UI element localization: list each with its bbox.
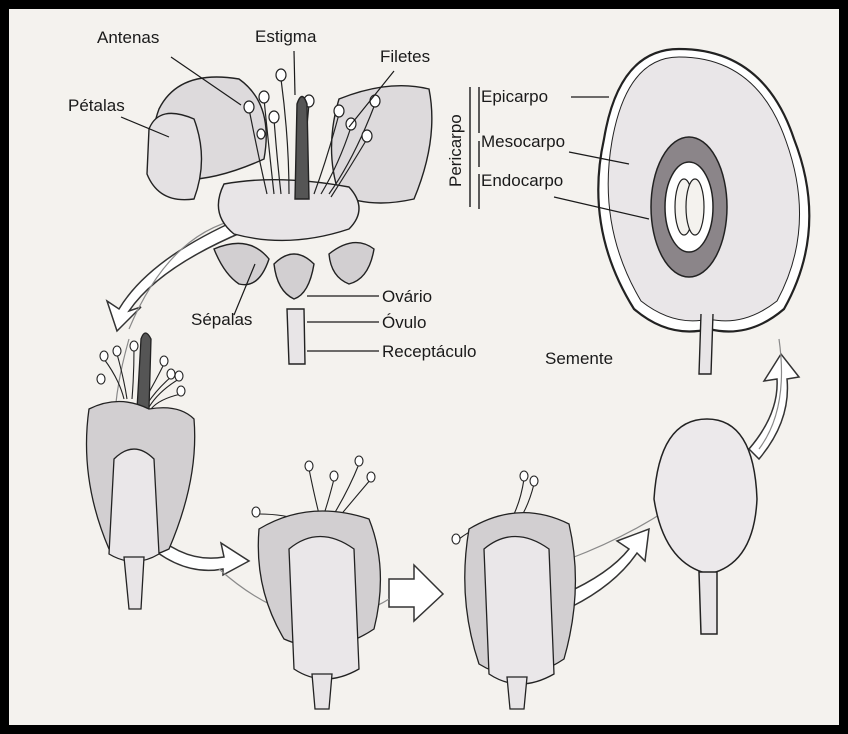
label-semente: Semente bbox=[545, 349, 614, 368]
flower-development-stage-icon bbox=[251, 455, 382, 710]
fruit-development-diagram bbox=[85, 47, 811, 710]
label-petalas: Pétalas bbox=[68, 96, 125, 115]
pericarpo-bracket bbox=[469, 87, 480, 209]
fruit-cross-section-icon bbox=[597, 47, 811, 375]
label-pericarpo: Pericarpo bbox=[446, 114, 465, 187]
label-sepalas: Sépalas bbox=[191, 310, 253, 329]
cycle-arrow-icon-4 bbox=[562, 527, 650, 608]
diagram-frame: Antenas Estigma Filetes Pétalas Sépalas … bbox=[9, 9, 839, 725]
flower-development-stage-icon bbox=[653, 418, 758, 635]
label-filetes: Filetes bbox=[380, 47, 431, 66]
label-epicarpo: Epicarpo bbox=[481, 87, 549, 106]
label-ovulo: Óvulo bbox=[382, 313, 427, 332]
label-endocarpo: Endocarpo bbox=[481, 171, 564, 190]
label-antenas: Antenas bbox=[97, 28, 160, 47]
flower-development-stage-icon bbox=[85, 332, 196, 610]
label-ovario: Ovário bbox=[382, 287, 433, 306]
leader-lines-flower bbox=[120, 50, 395, 352]
open-flower-icon bbox=[146, 68, 433, 365]
cycle-arrow-icon-3 bbox=[388, 563, 445, 623]
label-mesocarpo: Mesocarpo bbox=[481, 132, 566, 151]
leader-lines-fruit bbox=[553, 96, 650, 220]
cycle-arrow-icon-5 bbox=[747, 352, 801, 461]
flower-development-stage-icon bbox=[451, 470, 577, 710]
label-estigma: Estigma bbox=[255, 27, 317, 46]
cycle-arrow-icon-2 bbox=[139, 527, 251, 577]
label-receptaculo: Receptáculo bbox=[382, 342, 477, 361]
